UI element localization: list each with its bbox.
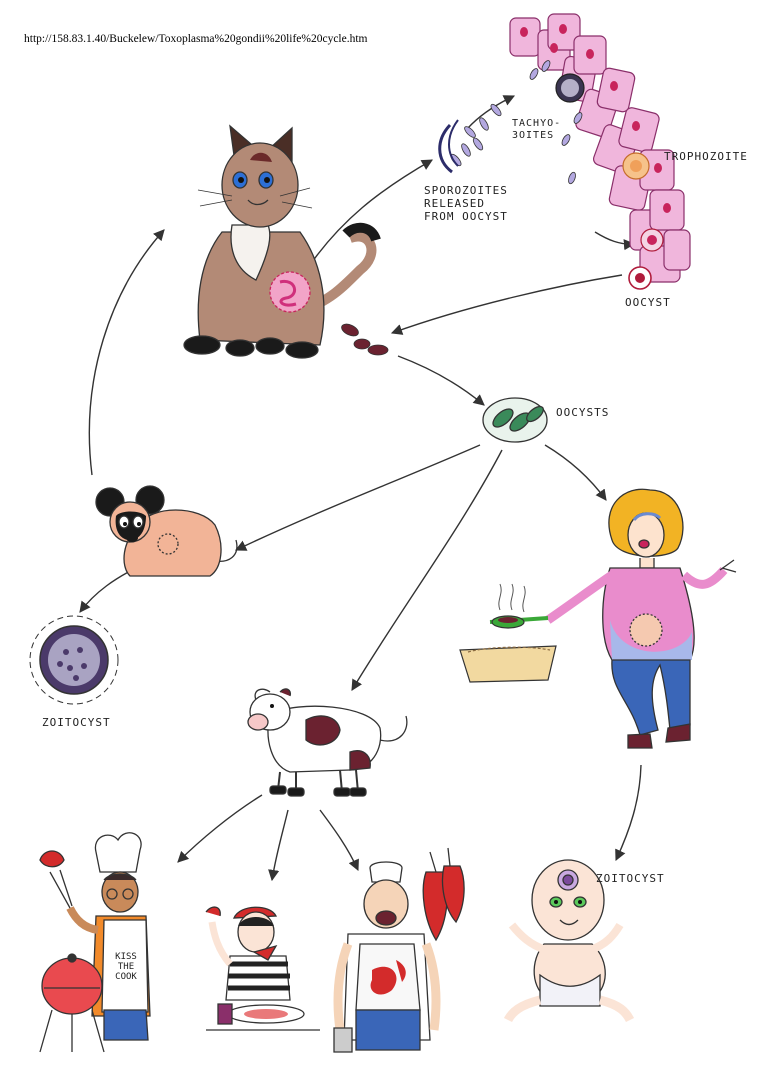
- cow-icon: [247, 688, 408, 797]
- baby-icon: [503, 859, 635, 1023]
- sporozoites-icon: [438, 60, 583, 185]
- mime-diner-icon: [205, 906, 320, 1031]
- label-zoitocyst-baby: ZOITOCYST: [596, 872, 665, 885]
- arrow-oocysts-to-cow: [351, 449, 503, 691]
- zoitocyst-icon: [29, 615, 119, 705]
- arrow-gut-to-sporozoites: [304, 159, 433, 273]
- arrow-to-oocyst-cell: [594, 231, 636, 251]
- butcher-icon: [333, 847, 465, 1053]
- mouse-icon: [95, 485, 238, 577]
- pregnant-woman-icon: [545, 488, 737, 749]
- cat-icon: [183, 124, 381, 359]
- label-oocysts: OOCYSTS: [556, 406, 610, 419]
- arrow-sporozoites-to-cells: [467, 95, 516, 129]
- arrow-cow-to-diner: [268, 809, 289, 882]
- arrow-feces-to-oocysts: [397, 355, 485, 406]
- arrow-cow-to-griller: [177, 794, 263, 863]
- arrow-woman-to-baby: [615, 764, 642, 862]
- intestinal-epithelium-icon: [509, 13, 691, 290]
- arrow-oocysts-to-mouse: [234, 444, 481, 551]
- arrow-oocysts-to-woman: [544, 444, 607, 501]
- arrow-cow-to-butcher: [319, 809, 359, 872]
- litter-box-icon: [459, 583, 557, 683]
- label-oocyst: OOCYST: [625, 296, 671, 309]
- label-zoitocyst-mouse: ZOITOCYST: [42, 716, 111, 729]
- label-tachyzoites: TACHYO- 3OITES: [512, 118, 562, 141]
- label-trophozoite: TROPHOZOITE: [664, 150, 748, 163]
- label-sporozoites: SPOROZOITES RELEASED FROM OOCYST: [424, 184, 508, 223]
- apron-text: KISS THE COOK: [115, 952, 137, 982]
- feces-icon: [341, 323, 389, 356]
- oocyst-dish-icon: [482, 397, 548, 443]
- source-url-text: http://158.83.1.40/Buckelew/Toxoplasma%2…: [24, 33, 368, 45]
- arrow-oocyst-to-feces: [390, 274, 623, 335]
- arrow-mouse-to-cat: [88, 229, 165, 476]
- grill-cook-icon: [39, 832, 151, 1053]
